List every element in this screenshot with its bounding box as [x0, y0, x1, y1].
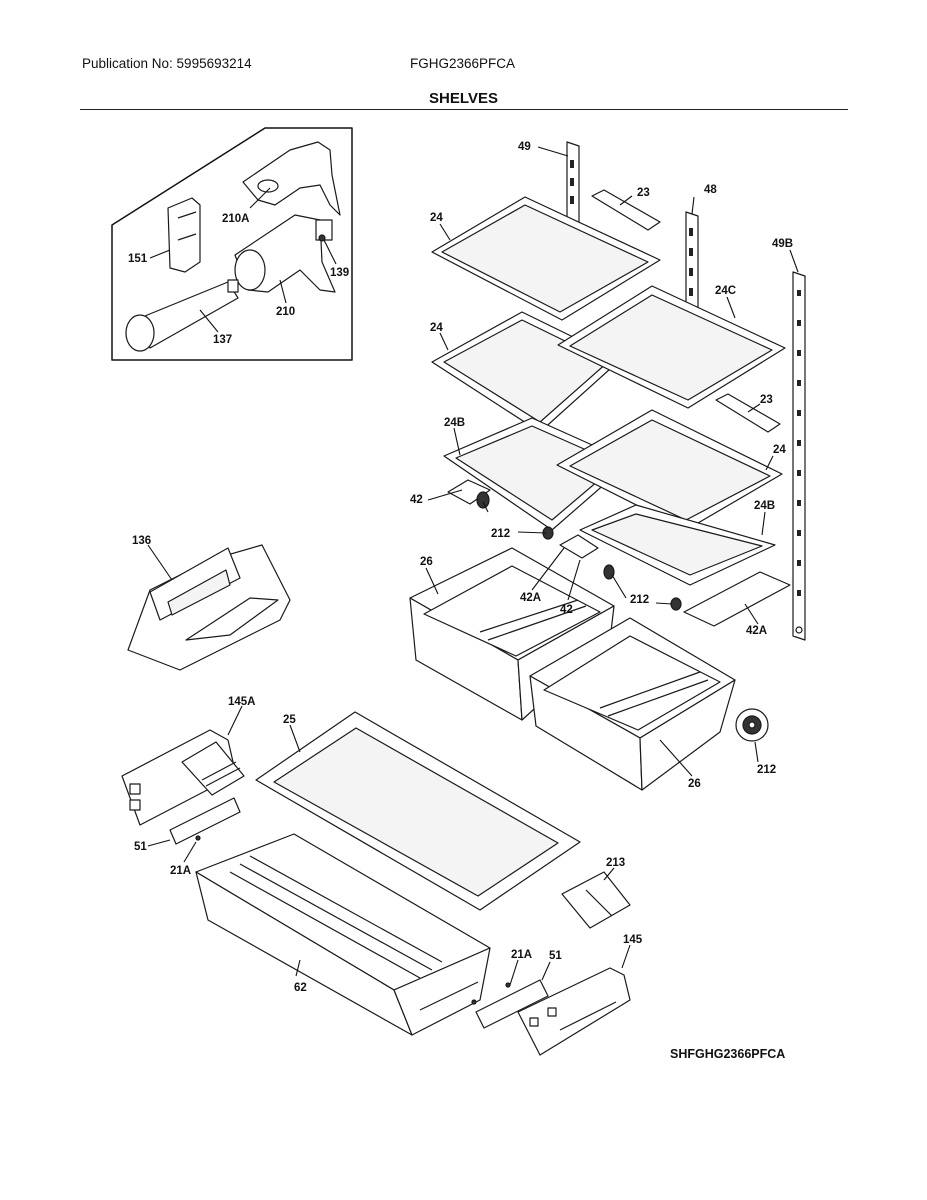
callout-49: 49 — [518, 141, 531, 153]
shelf-25 — [255, 711, 581, 911]
callout-42-center: 42 — [560, 604, 573, 616]
bracket-42-left — [447, 479, 491, 505]
callout-24-second: 24 — [430, 322, 443, 334]
bracket-42A-right — [683, 571, 791, 627]
diagram-code: SHFGHG2366PFCA — [670, 1047, 786, 1061]
screw-21A-left — [195, 835, 201, 841]
shelf-24B-left — [443, 417, 631, 531]
callout-212-a: 212 — [491, 528, 510, 540]
callout-51-left: 51 — [134, 841, 147, 853]
callout-26-right: 26 — [688, 778, 701, 790]
shelf-24C — [557, 285, 786, 409]
page-title: SHELVES — [429, 90, 498, 107]
callout-23-lower: 23 — [760, 394, 773, 406]
callout-24-right: 24 — [773, 444, 786, 456]
bracket-42-center — [559, 534, 599, 559]
tray-136 — [127, 544, 291, 671]
publication-number: Publication No: 5995693214 — [82, 56, 252, 71]
callout-25: 25 — [283, 714, 296, 726]
callout-136: 136 — [132, 535, 151, 547]
deli-drawer-62 — [195, 833, 491, 1036]
crisper-drawer-26-right — [529, 617, 736, 791]
callout-42-left: 42 — [410, 494, 423, 506]
callout-139: 139 — [330, 267, 349, 279]
callout-49B: 49B — [772, 238, 793, 250]
callout-24-top: 24 — [430, 212, 443, 224]
shelf-24B-right — [579, 504, 776, 586]
callout-210A: 210A — [222, 213, 250, 225]
callout-21A-right: 21A — [511, 949, 532, 961]
bracket-23-upper — [591, 189, 661, 231]
housing-145A — [121, 729, 245, 826]
bracket-23-lower — [715, 393, 781, 433]
callout-21A-left: 21A — [170, 865, 191, 877]
water-filter-inset — [111, 127, 353, 361]
callout-212-d: 212 — [757, 764, 776, 776]
callout-24C: 24C — [715, 285, 736, 297]
shelf-24-top — [431, 196, 661, 321]
callout-210: 210 — [276, 306, 295, 318]
callout-62: 62 — [294, 982, 307, 994]
callout-51-right: 51 — [549, 950, 562, 962]
roller-212-detail — [735, 708, 769, 742]
header-divider — [80, 109, 848, 110]
callout-145A: 145A — [228, 696, 256, 708]
callout-24B-right: 24B — [754, 500, 775, 512]
callout-26-left: 26 — [420, 556, 433, 568]
model-number: FGHG2366PFCA — [410, 56, 516, 71]
housing-145 — [517, 967, 631, 1056]
callout-137: 137 — [213, 334, 232, 346]
leader-lines — [147, 146, 799, 986]
clip-213 — [561, 871, 631, 929]
callout-24B-left: 24B — [444, 417, 465, 429]
roller-212-b — [603, 564, 682, 611]
callout-151: 151 — [128, 253, 148, 265]
callout-145: 145 — [623, 934, 643, 946]
roller-212-a — [476, 491, 554, 540]
callout-212-b: 212 — [630, 594, 649, 606]
callout-23-upper: 23 — [637, 187, 650, 199]
callout-labels: 49 23 48 24 49B 24C 24 23 24B 24 42 24B … — [128, 141, 793, 994]
callout-42A-left: 42A — [520, 592, 541, 604]
callout-213: 213 — [606, 857, 625, 869]
callout-48: 48 — [704, 184, 717, 196]
rail-49B — [792, 271, 806, 641]
screw-21A-right — [471, 982, 511, 1005]
shelf-24-right-third — [556, 409, 783, 531]
bracket-51-left — [169, 797, 241, 845]
bracket-51-right — [475, 979, 549, 1029]
callout-42A-right: 42A — [746, 625, 767, 637]
